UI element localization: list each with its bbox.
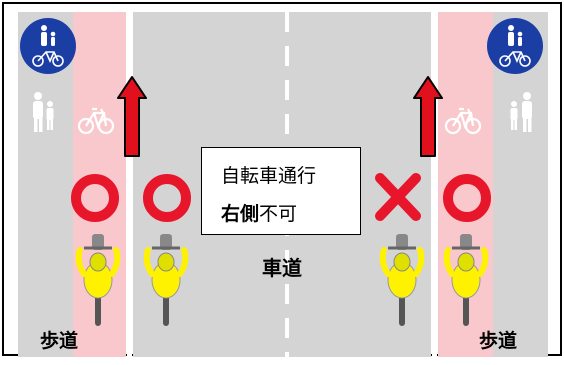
cyclist-icon: [143, 234, 189, 326]
cyclist-icon: [75, 234, 121, 326]
roadway-label: 車道: [262, 256, 302, 280]
pedestrian-icon: [33, 92, 54, 132]
cyclist-icon: [379, 234, 425, 326]
ok-mark: [443, 174, 491, 222]
sidewalk-label-right: 歩道: [479, 330, 518, 352]
sidewalk-label-left: 歩道: [40, 330, 79, 352]
ok-mark: [143, 174, 191, 222]
cyclist-icon: [443, 234, 489, 326]
bicycle-icon: [444, 107, 482, 135]
ng-mark: [375, 173, 421, 221]
notice-box: 自転車通行 右側不可: [201, 147, 361, 235]
notice-rest: 不可: [259, 203, 298, 225]
notice-line-2: 右側不可: [221, 199, 297, 226]
pedestrian-bicycle-sign-icon: [487, 18, 543, 74]
up-arrow-icon: [117, 76, 147, 157]
pedestrian-bicycle-sign-icon: [20, 18, 76, 74]
ok-mark: [71, 174, 119, 222]
notice-line-1: 自転車通行: [221, 165, 317, 187]
pedestrian-icon: [510, 92, 532, 132]
edge-line-right: [432, 12, 437, 357]
up-arrow-icon: [413, 76, 443, 157]
bicycle-icon: [77, 107, 115, 135]
edge-line-left: [127, 12, 132, 357]
notice-emphasis: 右側: [221, 203, 260, 225]
